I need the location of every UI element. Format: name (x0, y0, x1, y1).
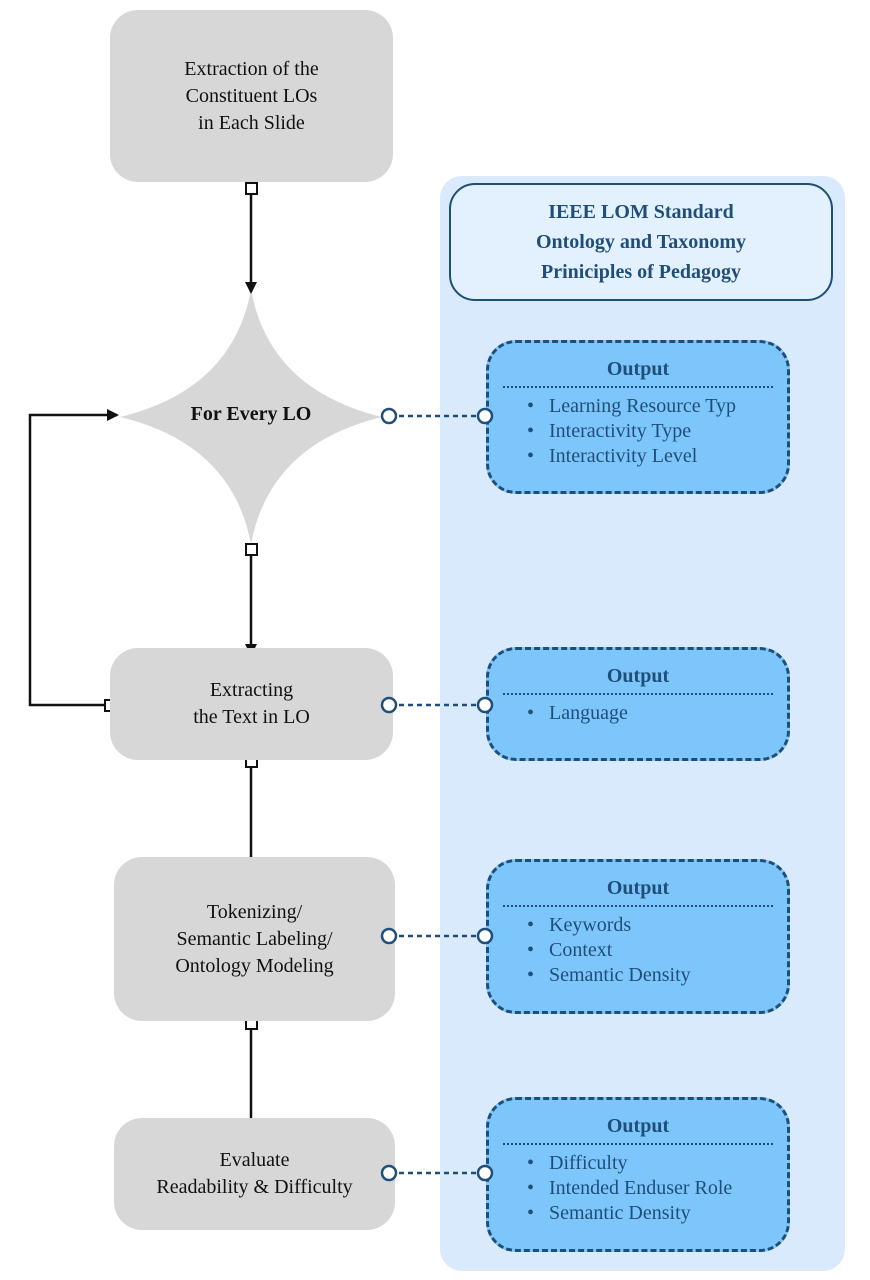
decision-shape-for-every-lo (120, 290, 382, 544)
port-square-decision-bottom (245, 543, 258, 556)
step-evaluate-line-1: Evaluate (219, 1149, 290, 1171)
output-item: •Interactivity Level (527, 445, 698, 467)
output-divider (503, 905, 773, 907)
output-title: Output (606, 1115, 670, 1137)
output-divider (503, 1143, 773, 1145)
step-extraction-line-1: Extraction of the (184, 57, 319, 80)
output-item: •Interactivity Type (527, 420, 692, 442)
bullet-icon: • (527, 395, 535, 417)
port-square-extraction-bottom (245, 182, 258, 195)
output-list: •Learning Resource Typ •Interactivity Ty… (489, 394, 787, 469)
output-title: Output (606, 665, 670, 687)
output-title: Output (606, 358, 670, 380)
step-extracting-text: Extracting the Text in LO (110, 648, 393, 760)
step-extraction-line-2: Constituent LOs (185, 84, 318, 107)
bullet-icon: • (527, 914, 535, 936)
standards-line-ontology: Ontology and Taxonomy (535, 231, 747, 253)
output-title: Output (606, 877, 670, 899)
bullet-icon: • (527, 1202, 535, 1224)
bullet-icon: • (527, 939, 535, 961)
bullet-icon: • (527, 1177, 535, 1199)
loop-arrow-back-to-decision (28, 409, 119, 707)
step-extraction-of-los: Extraction of the Constituent LOs in Eac… (110, 10, 393, 182)
step-evaluate-readability: Evaluate Readability & Difficulty (114, 1118, 395, 1230)
bullet-icon: • (527, 702, 535, 724)
bullet-icon: • (527, 1152, 535, 1174)
output-box-2: Output •Language (486, 647, 790, 761)
step-tokenizing: Tokenizing/ Semantic Labeling/ Ontology … (114, 857, 395, 1021)
output-item: •Semantic Density (527, 964, 691, 986)
output-list: •Keywords •Context •Semantic Density (489, 913, 787, 988)
standards-box: IEEE LOM Standard Ontology and Taxonomy … (449, 183, 833, 301)
output-item: •Context (527, 939, 613, 961)
output-box-1: Output •Learning Resource Typ •Interacti… (486, 340, 790, 494)
output-list: •Language (489, 701, 787, 726)
output-divider (503, 693, 773, 695)
step-extracting-line-2: the Text in LO (193, 706, 310, 728)
standards-line-pedagogy: Priniciples of Pedagogy (541, 261, 741, 283)
output-item: •Intended Enduser Role (527, 1177, 733, 1199)
output-item: •Difficulty (527, 1152, 628, 1174)
bullet-icon: • (527, 964, 535, 986)
decision-label-for-every-lo: For Every LO (190, 403, 312, 425)
step-tokenizing-line-1: Tokenizing/ (206, 900, 303, 923)
step-evaluate-line-2: Readability & Difficulty (156, 1176, 353, 1198)
step-extracting-line-1: Extracting (209, 679, 294, 701)
output-item: •Language (527, 702, 628, 724)
standards-line-ieee-lom: IEEE LOM Standard (548, 201, 734, 223)
step-extraction-line-3: in Each Slide (198, 111, 305, 134)
output-list: •Difficulty •Intended Enduser Role •Sema… (489, 1151, 787, 1226)
step-tokenizing-line-3: Ontology Modeling (175, 954, 334, 977)
bullet-icon: • (527, 420, 535, 442)
output-item: •Semantic Density (527, 1202, 691, 1224)
output-item: •Learning Resource Typ (527, 395, 737, 417)
step-tokenizing-line-2: Semantic Labeling/ (176, 927, 333, 950)
output-divider (503, 386, 773, 388)
bullet-icon: • (527, 445, 535, 467)
output-box-4: Output •Difficulty •Intended Enduser Rol… (486, 1097, 790, 1252)
output-box-3: Output •Keywords •Context •Semantic Dens… (486, 859, 790, 1014)
output-item: •Keywords (527, 914, 632, 936)
